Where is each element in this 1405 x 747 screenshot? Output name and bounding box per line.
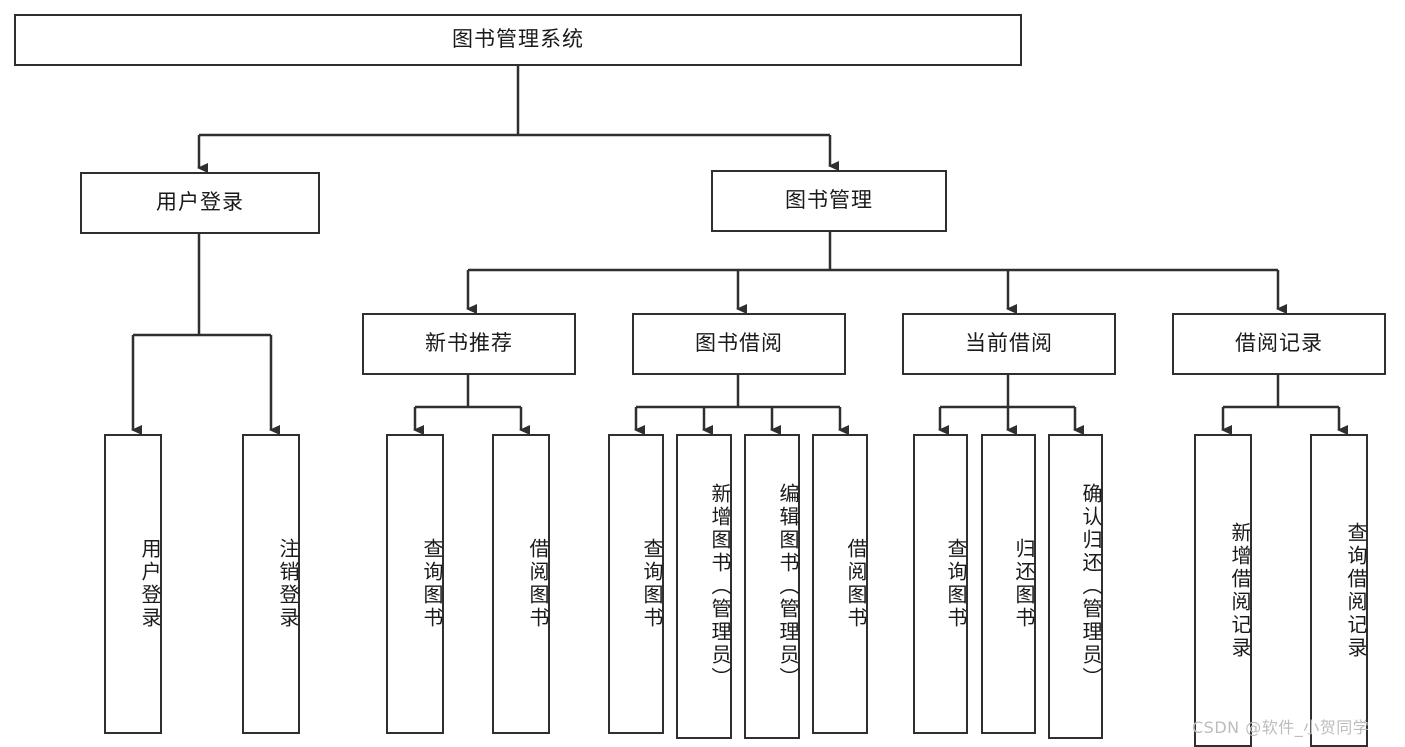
- node-user-login[interactable]: 用户登录: [80, 172, 320, 234]
- node-leaf-confirm-return[interactable]: 确认归还（管理员）: [1048, 434, 1103, 739]
- node-leaf-query-record[interactable]: 查询借阅记录: [1310, 434, 1368, 747]
- node-leaf-query-book-1[interactable]: 查询图书: [386, 434, 444, 734]
- node-root[interactable]: 图书管理系统: [14, 14, 1022, 66]
- node-current-borrow[interactable]: 当前借阅: [902, 313, 1116, 375]
- node-leaf-borrow-book-1[interactable]: 借阅图书: [492, 434, 550, 734]
- node-leaf-add-record[interactable]: 新增借阅记录: [1194, 434, 1252, 747]
- node-leaf-logout[interactable]: 注销登录: [242, 434, 300, 734]
- node-leaf-query-book-2[interactable]: 查询图书: [608, 434, 664, 734]
- node-leaf-query-book-3[interactable]: 查询图书: [913, 434, 968, 734]
- node-leaf-return-book[interactable]: 归还图书: [981, 434, 1036, 734]
- node-leaf-edit-book[interactable]: 编辑图书（管理员）: [744, 434, 800, 739]
- node-borrow-record[interactable]: 借阅记录: [1172, 313, 1386, 375]
- node-book-manage[interactable]: 图书管理: [711, 170, 947, 232]
- node-book-borrow[interactable]: 图书借阅: [632, 313, 846, 375]
- node-leaf-user-login[interactable]: 用户登录: [104, 434, 162, 734]
- csdn-watermark: CSDN @软件_小贺同学: [1192, 718, 1370, 737]
- node-leaf-add-book[interactable]: 新增图书（管理员）: [676, 434, 732, 739]
- node-new-book-recommend[interactable]: 新书推荐: [362, 313, 576, 375]
- node-leaf-borrow-book-2[interactable]: 借阅图书: [812, 434, 868, 734]
